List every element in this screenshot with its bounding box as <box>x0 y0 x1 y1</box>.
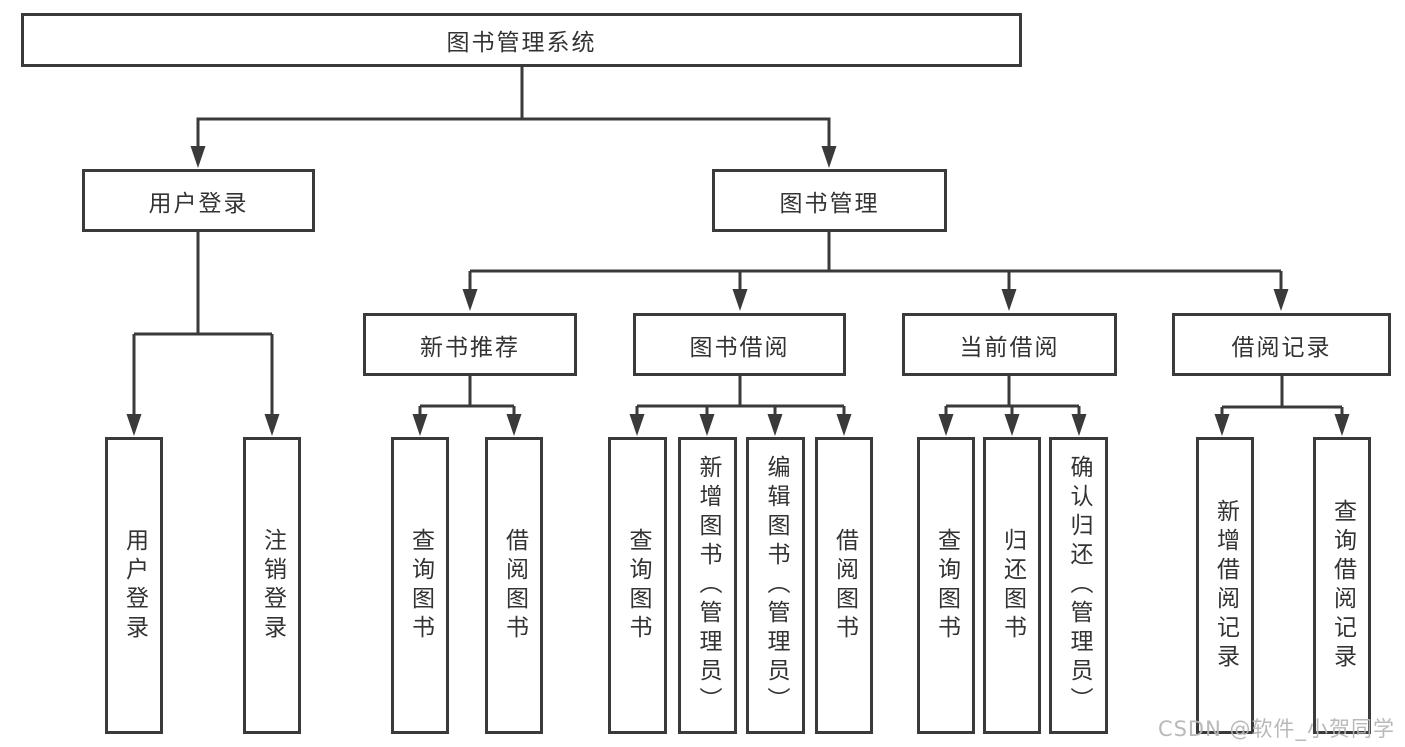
node-book-management: 图书管理 <box>712 169 947 232</box>
node-book-management-label: 图书管理 <box>779 190 880 217</box>
leaf-borrow-books-recommend-label: 借阅图书 <box>501 527 528 644</box>
csdn-watermark: CSDN @软件_小贺同学 <box>1157 717 1395 741</box>
connector-root-to-branches <box>190 66 837 168</box>
leaf-confirm-return-admin-label: 确认归还（管理员） <box>1066 455 1092 716</box>
node-user-login-label: 用户登录 <box>148 190 249 217</box>
root-node-library-management-system: 图书管理系统 <box>21 13 1022 67</box>
leaf-add-borrow-record: 新增借阅记录 <box>1196 437 1254 734</box>
node-book-borrow-label: 图书借阅 <box>689 334 790 361</box>
leaf-add-book-admin: 新增图书（管理员） <box>678 437 737 734</box>
leaf-return-book-label: 归还图书 <box>999 527 1026 644</box>
leaf-user-login-label: 用户登录 <box>121 527 148 644</box>
connector-new-book-recommend-to-leaves <box>412 374 522 436</box>
node-current-borrow: 当前借阅 <box>902 313 1117 376</box>
leaf-query-books-borrow-label: 查询图书 <box>625 527 651 644</box>
leaf-logout: 注销登录 <box>243 437 301 734</box>
node-borrow-records: 借阅记录 <box>1172 313 1391 376</box>
leaf-query-borrow-record-label: 查询借阅记录 <box>1329 498 1356 673</box>
leaf-add-borrow-record-label: 新增借阅记录 <box>1212 498 1239 673</box>
leaf-query-books-borrow: 查询图书 <box>608 437 667 734</box>
leaf-edit-book-admin-label: 编辑图书（管理员） <box>763 455 789 716</box>
leaf-query-borrow-record: 查询借阅记录 <box>1313 437 1371 734</box>
node-new-book-recommend: 新书推荐 <box>363 313 577 376</box>
leaf-borrow-books: 借阅图书 <box>815 437 873 734</box>
leaf-confirm-return-admin: 确认归还（管理员） <box>1049 437 1108 734</box>
node-current-borrow-label: 当前借阅 <box>959 334 1060 361</box>
leaf-query-books-current-label: 查询图书 <box>933 527 960 644</box>
leaf-return-book: 归还图书 <box>983 437 1041 734</box>
node-new-book-recommend-label: 新书推荐 <box>420 334 520 361</box>
connector-book-management-to-groups <box>462 231 1289 311</box>
leaf-edit-book-admin: 编辑图书（管理员） <box>746 437 805 734</box>
connector-book-borrow-to-leaves <box>629 374 852 436</box>
leaf-query-books-recommend-label: 查询图书 <box>407 527 434 644</box>
connector-borrow-records-to-leaves <box>1214 374 1350 436</box>
leaf-add-book-admin-label: 新增图书（管理员） <box>695 455 721 716</box>
node-user-login: 用户登录 <box>82 169 315 232</box>
leaf-query-books-current: 查询图书 <box>917 437 975 734</box>
connector-current-borrow-to-leaves <box>938 374 1087 436</box>
leaf-borrow-books-label: 借阅图书 <box>831 527 858 644</box>
leaf-user-login: 用户登录 <box>105 437 163 734</box>
node-borrow-records-label: 借阅记录 <box>1231 334 1332 361</box>
leaf-logout-label: 注销登录 <box>259 527 286 644</box>
root-node-label: 图书管理系统 <box>446 30 597 56</box>
leaf-query-books-recommend: 查询图书 <box>391 437 449 734</box>
node-book-borrow: 图书借阅 <box>633 313 846 376</box>
leaf-borrow-books-recommend: 借阅图书 <box>485 437 543 734</box>
connector-user-login-to-leaves <box>126 231 280 436</box>
